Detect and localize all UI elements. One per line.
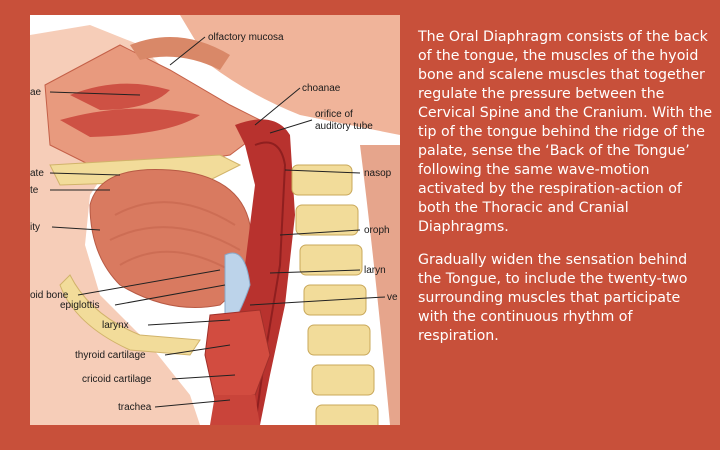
label-ate: ate [30,168,44,179]
nasal-conchae [60,83,200,137]
label-nasopharynx: nasop [364,168,392,179]
label-ity: ity [30,222,40,233]
brain-base [180,15,400,135]
label-oropharynx: oroph [364,225,390,236]
leader-lines [49,36,386,408]
paragraph-widen-sensation: Gradually widen the sensation behind the… [418,252,688,344]
olfactory-region [130,37,230,70]
trachea-shape [210,395,260,425]
label-ve: ve [387,292,398,303]
paragraph-oral-diaphragm: The Oral Diaphragm consists of the back … [418,29,713,235]
description-text: The Oral Diaphragm consists of the back … [418,28,714,360]
label-epiglottis: epiglottis [60,300,99,311]
label-laryngopharynx: laryn [364,265,386,276]
label-larynx: larynx [102,320,129,331]
label-olfactory-mucosa: olfactory mucosa [208,32,284,43]
label-trachea: trachea [118,402,152,413]
label-ae: ae [30,87,42,98]
label-orifice-line2: auditory tube [315,121,373,132]
label-thyroid-cartilage: thyroid cartilage [75,350,146,361]
label-choanae: choanae [302,83,341,94]
spinal-cord [360,145,400,425]
mandible [59,274,201,356]
pharynx-wall-inner [254,141,287,425]
label-hyoid-bone: oid bone [30,290,69,301]
label-cricoid-cartilage: cricoid cartilage [82,374,152,385]
label-te: te [30,185,39,196]
label-orifice-line1: orifice of [315,109,353,120]
head-neck-cross-section: olfactory mucosa choanae orifice of audi… [30,15,400,425]
tongue-muscle-fibers [109,201,241,274]
anatomy-illustration: olfactory mucosa choanae orifice of audi… [30,15,400,425]
cervical-spine [291,164,379,425]
